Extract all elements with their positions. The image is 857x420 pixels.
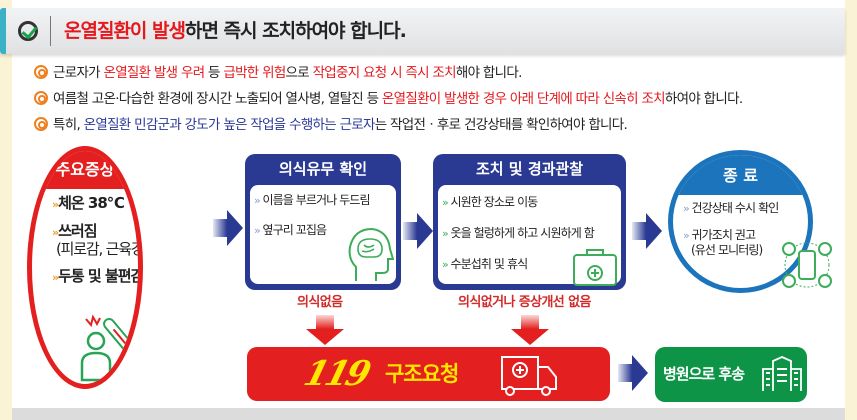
header-bar: 온열질환이 발생하면 즉시 조치하여야 합니다. [0,8,845,54]
ambulance-icon [501,356,557,396]
rescue-119-banner: 119 구조요청 [247,347,610,401]
flow-arrow-icon [618,355,648,391]
step-item: » 이름을 부르거나 두드림 [254,193,371,207]
header-accent [0,8,6,54]
title-rest: 하면 즉시 조치하여야 합니다. [184,20,407,42]
end-item: » 건강상태 수시 확인 [683,201,779,215]
bullet-text: 온열질환 민감군과 강도가 높은 작업을 수행하는 근로자 [83,117,376,133]
step-item: » 시원한 장소로 이동 [442,195,538,209]
first-aid-kit-icon [573,249,617,286]
hospital-label: 병원으로 후송 [663,365,745,383]
notice-bullet: 특히, 온열질환 민감군과 강도가 높은 작업을 수행하는 근로자는 작업전ㆍ후… [34,116,742,134]
no-improvement-label: 의식없거나 증상개선 없음 [458,295,591,310]
no-consciousness-label: 의식없음 [297,295,343,310]
symptom-item: »체온 38℃ 이상 [52,194,141,212]
person-fever-icon [80,314,135,382]
check-circle-icon [18,21,38,41]
symptom-list: »체온 38℃ 이상 »쓰러짐(피로감, 근육경련) »두통 및 불편감 [52,194,143,286]
title-highlight: 온열질환이 발생 [64,20,186,42]
down-arrow-icon [511,315,549,345]
symptom-item: »두통 및 불편감 [52,267,143,285]
phone-monitoring-icon [782,242,832,288]
bullet-text: 여름철 고온·다습한 환경에 장시간 노출되어 열사병, 열탈진 등 [53,91,382,107]
bullet-text: 온열질환이 발생한 경우 아래 단계에 따라 신속히 조치 [381,91,666,107]
rescue-row: 119 구조요청 [300,347,460,401]
hospital-building-icon [762,356,802,391]
divider [50,16,51,46]
spiral-bullet-icon [34,117,48,131]
bullet-text: 하여야 합니다. [664,91,743,107]
spiral-bullet-icon [34,65,48,79]
bullet-text: 급박한 위험 [223,65,286,81]
symptom-item: »쓰러짐(피로감, 근육경련) [52,223,143,258]
flow-arrow-icon [213,210,243,246]
step-care-box: 조치 및 경과관찰 » 시원한 장소로 이동 » 옷을 헐렁하게 하고 시원하게… [433,154,626,290]
end-item: » 귀가조치 권고 [683,228,756,242]
symptoms-title: 주요증상 [32,151,138,189]
spiral-bullet-icon [34,91,48,105]
step-title: 의식유무 확인 [278,160,368,178]
notice-list: 근로자가 온열질환 발생 우려 등 급박한 위험으로 작업중지 요청 시 즉시 … [34,64,743,134]
flow-arrow-icon [403,213,433,249]
bullet-text: 온열질환 발생 우려 [103,65,205,81]
end-circle: 종 료 » 건강상태 수시 확인 » 귀가조치 권고 (유선 모니터링) [668,150,813,293]
rescue-label: 구조요청 [384,362,459,386]
step-title: 조치 및 경과관찰 [475,160,584,178]
down-arrow-icon [306,315,344,345]
notice-bullet: 여름철 고온·다습한 환경에 장시간 노출되어 열사병, 열탈진 등 온열질환이… [34,90,743,108]
step-item: » 옷을 헐렁하게 하고 시원하게 함 [442,226,595,240]
step-item: » 옆구리 꼬집음 [254,223,327,237]
bullet-text: 는 작업전ㆍ후로 건강상태를 확인하여야 합니다. [374,117,628,133]
bullet-text: 해야 합니다. [455,65,522,81]
notice-bullet: 근로자가 온열질환 발생 우려 등 급박한 위험으로 작업중지 요청 시 즉시 … [34,64,742,82]
bullet-text: 등 [204,65,224,81]
bullet-text: 근로자가 [53,65,104,81]
step-list: » 시원한 장소로 이동 » 옷을 헐렁하게 하고 시원하게 함 » 수분섭취 … [442,195,595,272]
brain-head-icon [348,227,394,281]
footer-strip [12,408,845,420]
bullet-text: 특히, [53,117,84,133]
end-list: » 건강상태 수시 확인 » 귀가조치 권고 (유선 모니터링) [683,201,779,258]
step-item: » 수분섭취 및 휴식 [442,257,528,271]
step-list: » 이름을 부르거나 두드림 » 옆구리 꼬집음 [254,193,371,238]
bullet-text: 작업중지 요청 시 즉시 조치 [312,65,457,81]
page-title: 온열질환이 발생하면 즉시 조치하여야 합니다. [64,8,407,54]
symptom-detail: (피로감, 근육경련) [56,240,143,258]
symptoms-circle: 주요증상 »체온 38℃ 이상 »쓰러짐(피로감, 근육경련) »두통 및 불편… [27,146,143,389]
end-title: 종 료 [673,155,808,195]
end-item-detail: (유선 모니터링) [691,243,763,257]
hospital-transfer-box: 병원으로 후송 [655,347,807,402]
bullet-text: 으로 [285,65,313,81]
flow-arrow-icon [632,213,662,249]
rescue-number: 119 [299,354,373,394]
step-consciousness-box: 의식유무 확인 » 이름을 부르거나 두드림 » 옆구리 꼬집음 [245,154,401,290]
